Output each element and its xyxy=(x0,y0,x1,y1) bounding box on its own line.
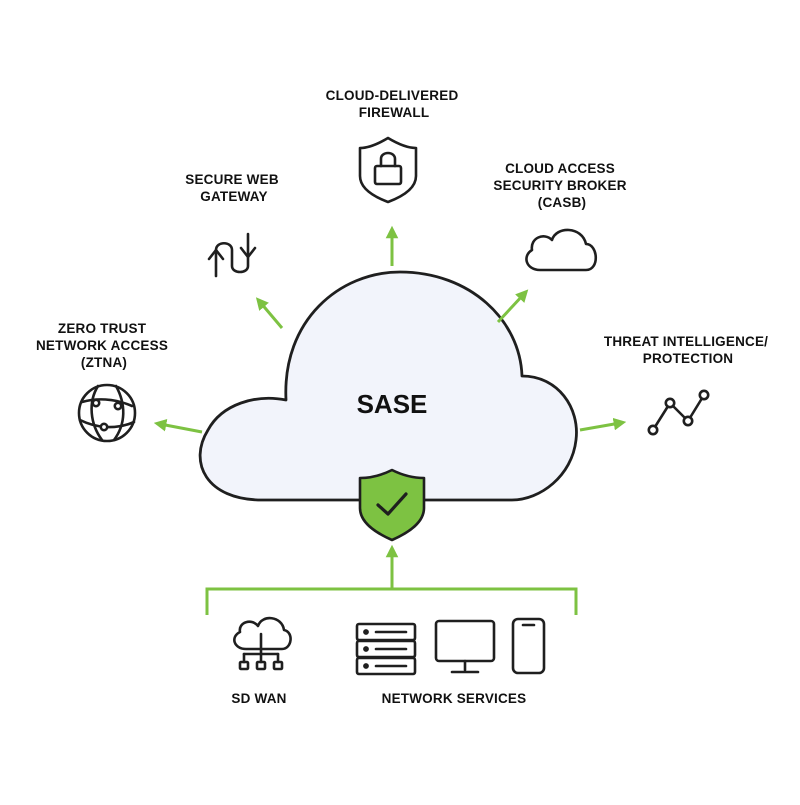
cloud-network-icon xyxy=(233,616,292,671)
trend-line-icon xyxy=(647,389,710,436)
label-casb: CLOUD ACCESS SECURITY BROKER (CASB) xyxy=(493,161,630,210)
arrow-threat xyxy=(579,417,627,432)
bottom-bracket xyxy=(205,587,578,615)
label-threat: THREAT INTELLIGENCE/ PROTECTION xyxy=(604,334,772,366)
monitor-icon xyxy=(434,619,496,674)
label-sdwan: SD WAN xyxy=(231,691,286,706)
arrow-casb xyxy=(496,289,529,324)
cloud-icon xyxy=(525,228,598,272)
sase-title: SASE xyxy=(357,389,428,419)
swap-arrows-icon xyxy=(207,232,257,278)
lock-shield-icon xyxy=(358,136,418,204)
label-swg: SECURE WEB GATEWAY xyxy=(185,172,282,204)
label-network-services: NETWORK SERVICES xyxy=(382,691,527,706)
globe-network-icon xyxy=(77,383,137,443)
arrow-ztna xyxy=(153,418,203,434)
label-ztna: ZERO TRUST NETWORK ACCESS (ZTNA) xyxy=(36,321,172,370)
label-firewall: CLOUD-DELIVERED FIREWALL xyxy=(326,88,463,120)
server-rack-icon xyxy=(355,622,417,676)
sase-cloud xyxy=(198,270,578,502)
check-shield-icon xyxy=(358,468,426,542)
smartphone-icon xyxy=(511,617,546,675)
arrow-swg xyxy=(255,297,284,329)
